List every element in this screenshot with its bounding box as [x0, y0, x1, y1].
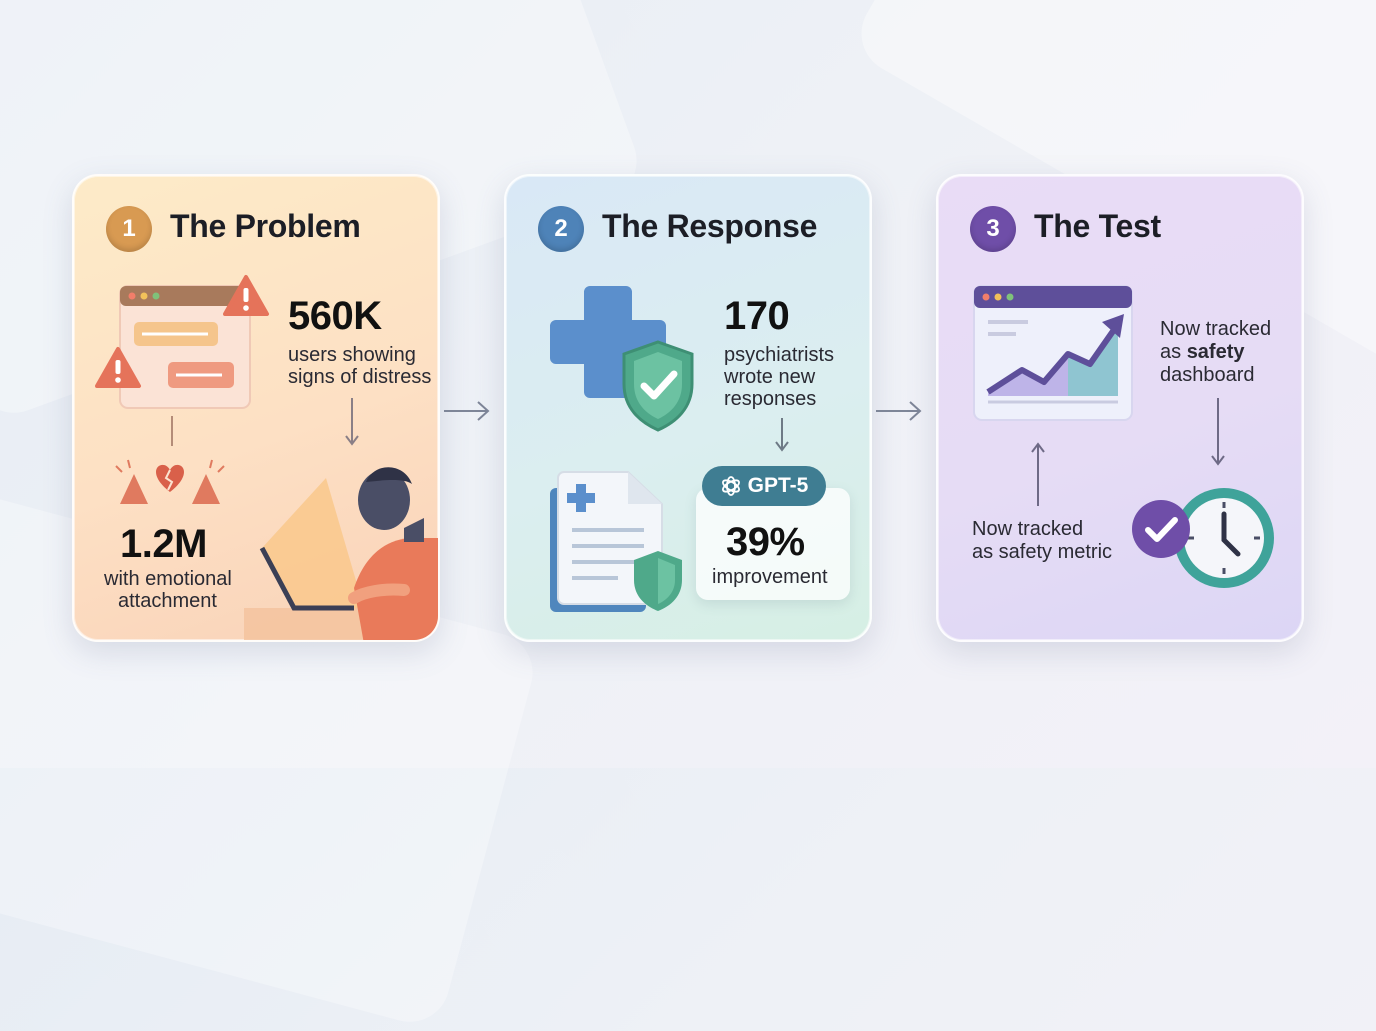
note-text-emphasis: safety	[1186, 341, 1245, 363]
checkmark-icon	[1132, 500, 1190, 558]
stat-label: improvement	[712, 566, 828, 588]
browser-chat-icon	[119, 285, 251, 409]
clock-icon	[1174, 488, 1274, 588]
note-text-prefix: as	[1160, 341, 1187, 363]
model-badge: GPT-5	[702, 466, 826, 506]
note-text: Now tracked	[1160, 318, 1272, 340]
step-title: The Response	[602, 208, 818, 244]
stat-label: psychiatrists	[724, 344, 835, 366]
stat-label: signs of distress	[288, 366, 432, 388]
down-arrow-icon	[345, 398, 359, 446]
step-title: The Problem	[170, 208, 361, 244]
warning-icon	[95, 347, 141, 388]
person-laptop-icon	[244, 467, 438, 640]
up-arrow-icon	[1031, 442, 1045, 506]
step-card-problem: 1 The Problem 560K users showing signs o…	[72, 174, 440, 642]
note-text: as safety	[1160, 341, 1245, 363]
stat-label: attachment	[118, 590, 217, 612]
stat-label: wrote new	[724, 366, 816, 388]
step-number-badge: 2	[538, 206, 584, 252]
flow-arrow-icon	[876, 401, 922, 421]
step-number-badge: 3	[970, 206, 1016, 252]
stat-label: users showing	[288, 344, 416, 366]
model-badge-label: GPT-5	[747, 474, 809, 497]
down-arrow-icon	[1211, 398, 1225, 466]
note-text: dashboard	[1160, 364, 1255, 386]
note-text: Now tracked	[972, 518, 1084, 540]
shield-icon	[634, 551, 682, 611]
medical-cross-icon	[550, 286, 666, 398]
flow-arrow-icon	[444, 401, 490, 421]
dashboard-chart-icon	[973, 285, 1133, 421]
shield-check-icon	[622, 340, 694, 432]
note-text: as safety metric	[972, 541, 1113, 563]
stat-value: 39%	[726, 520, 805, 564]
step-card-response: 2 The Response 170 psychiatrists wrote n…	[504, 174, 872, 642]
openai-logo-icon	[721, 476, 740, 496]
warning-icon	[223, 275, 269, 316]
stat-label: with emotional	[104, 568, 232, 590]
stat-value: 560K	[288, 294, 382, 338]
stat-label: responses	[724, 388, 817, 410]
down-arrow-icon	[775, 418, 789, 452]
stat-value: 1.2M	[120, 522, 207, 566]
heartbreak-icon	[115, 459, 225, 504]
stat-value: 170	[724, 294, 790, 338]
step-card-test: 3 The Test Now tracked as safety dashboa…	[936, 174, 1304, 642]
step-number-badge: 1	[106, 206, 152, 252]
connector-line	[171, 416, 173, 446]
improvement-panel	[696, 488, 850, 600]
step-title: The Test	[1034, 208, 1161, 244]
